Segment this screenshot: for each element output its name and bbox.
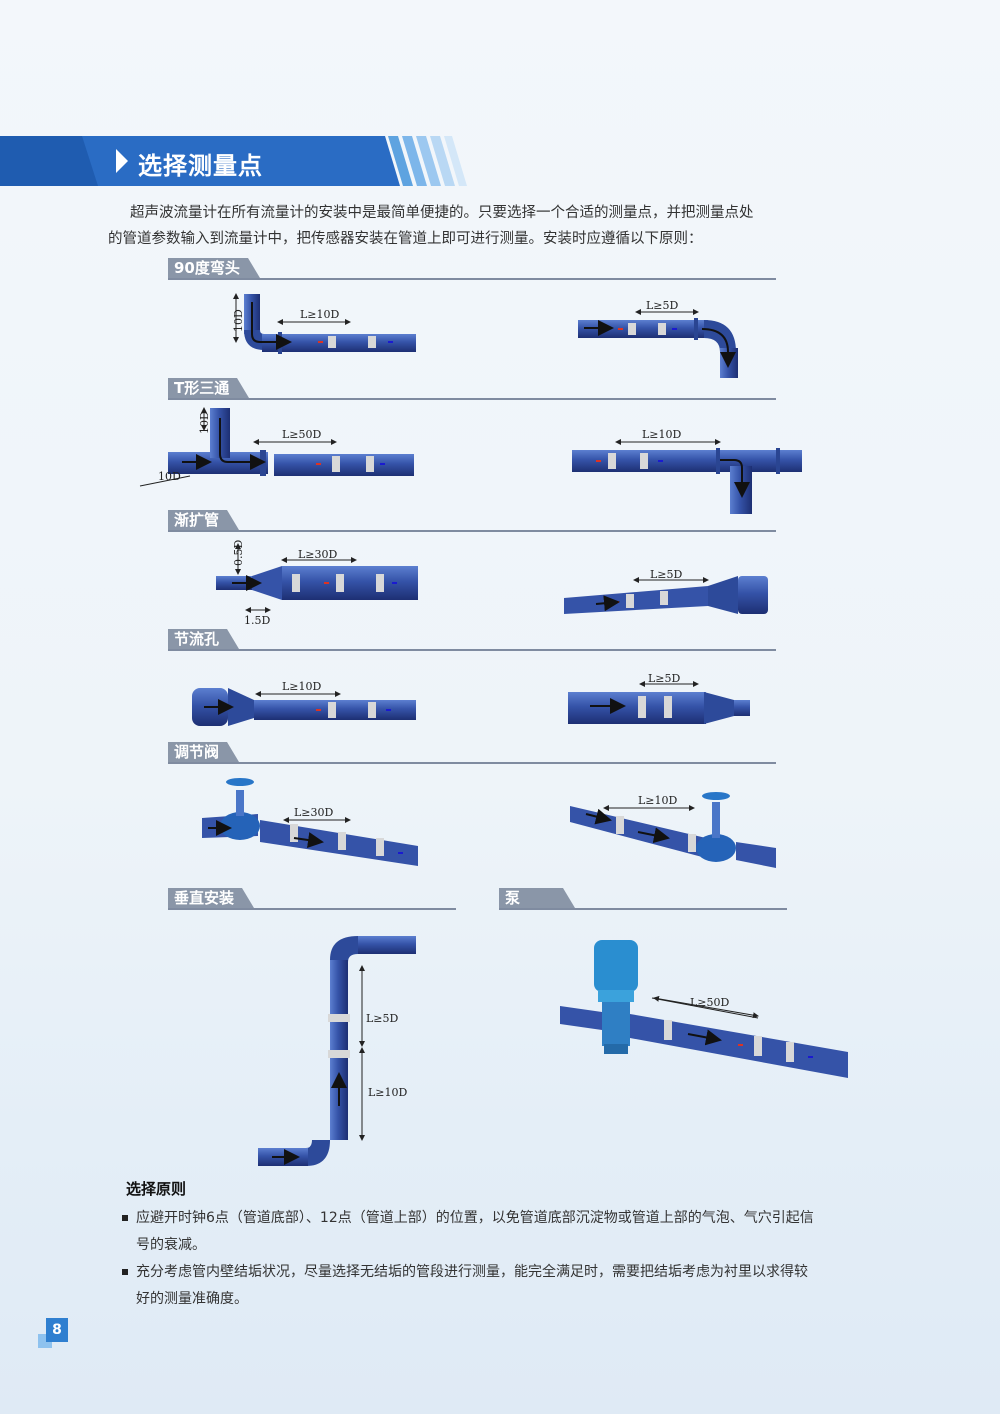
page-title: 选择测量点 [138,152,263,180]
play-arrow-icon [116,149,128,173]
valve-left-diagram: L≥30D [202,778,418,866]
dim-label: L≥5D [646,299,679,312]
elbow-right-diagram: L≥5D [578,299,738,378]
tee-left-diagram: 10D L≥50D 10D [139,407,414,487]
list-item: 充分考虑管内壁结垢状况，尽量选择无结垢的管段进行测量，能完全满足时，需要把结垢考… [120,1259,820,1313]
section-divider [168,530,776,532]
dim-label: L≥10D [638,794,678,807]
section-divider [168,762,776,764]
section-label-valve: 调节阀 [168,742,240,762]
orifice-left-diagram: L≥10D [192,680,416,726]
section-header-banner [0,136,467,186]
tee-right-diagram: L≥10D [572,428,802,514]
dim-label: L≥5D [648,672,681,685]
vertical-install-diagram: L≥5D L≥10D [258,936,416,1166]
section-label-expander: 渐扩管 [168,510,240,530]
selection-principles: 选择原则 应避开时钟6点（管道底部）、12点（管道上部）的位置，以免管道底部沉淀… [120,1178,820,1313]
dim-label: 1.5D [244,614,270,627]
dim-label: L≥10D [368,1086,408,1099]
expander-left-diagram: 0.5D L≥30D 1.5D [216,540,418,627]
dim-label: L≥10D [282,680,322,693]
dim-label: L≥10D [300,308,340,321]
dim-label: 10D [158,470,181,483]
dim-label: L≥30D [294,806,334,819]
valve-right-diagram: L≥10D [570,792,776,868]
intro-line-1: 超声波流量计在所有流量计的安装中是最简单便捷的。只要选择一个合适的测量点，并把测… [130,205,754,221]
section-label-pump: 泵 [499,888,575,908]
section-divider [168,398,776,400]
dim-label: 10D [232,309,245,332]
list-item: 应避开时钟6点（管道底部）、12点（管道上部）的位置，以免管道底部沉淀物或管道上… [120,1205,820,1259]
principles-list: 应避开时钟6点（管道底部）、12点（管道上部）的位置，以免管道底部沉淀物或管道上… [120,1205,820,1313]
dim-label: L≥10D [642,428,682,441]
dim-label: 10D [198,411,211,434]
dim-label: 0.5D [232,540,245,566]
intro-line-2: 的管道参数输入到流量计中，把传感器安装在管道上即可进行测量。安装时应遵循以下原则… [108,231,703,247]
section-divider [499,908,787,910]
dim-label: L≥50D [690,996,730,1009]
section-divider [168,649,776,651]
section-label-tee: T形三通 [168,378,250,398]
section-label-orifice: 节流孔 [168,629,240,649]
dim-label: L≥50D [282,428,322,441]
dim-label: L≥5D [650,568,683,581]
dim-label: L≥5D [366,1012,399,1025]
section-divider [168,278,776,280]
orifice-right-diagram: L≥5D [568,672,750,724]
expander-right-diagram: L≥5D [564,568,768,614]
section-label-elbow: 90度弯头 [168,258,260,278]
page-number: 8 [46,1318,68,1342]
dim-label: L≥30D [298,548,338,561]
elbow-left-diagram: 10D L≥10D [232,293,416,354]
pump-diagram: L≥50D [560,940,848,1078]
principles-title: 选择原则 [126,1180,187,1198]
section-label-vertical: 垂直安装 [168,888,255,908]
section-divider [168,908,456,910]
intro-paragraph: 超声波流量计在所有流量计的安装中是最简单便捷的。只要选择一个合适的测量点，并把测… [108,200,808,252]
